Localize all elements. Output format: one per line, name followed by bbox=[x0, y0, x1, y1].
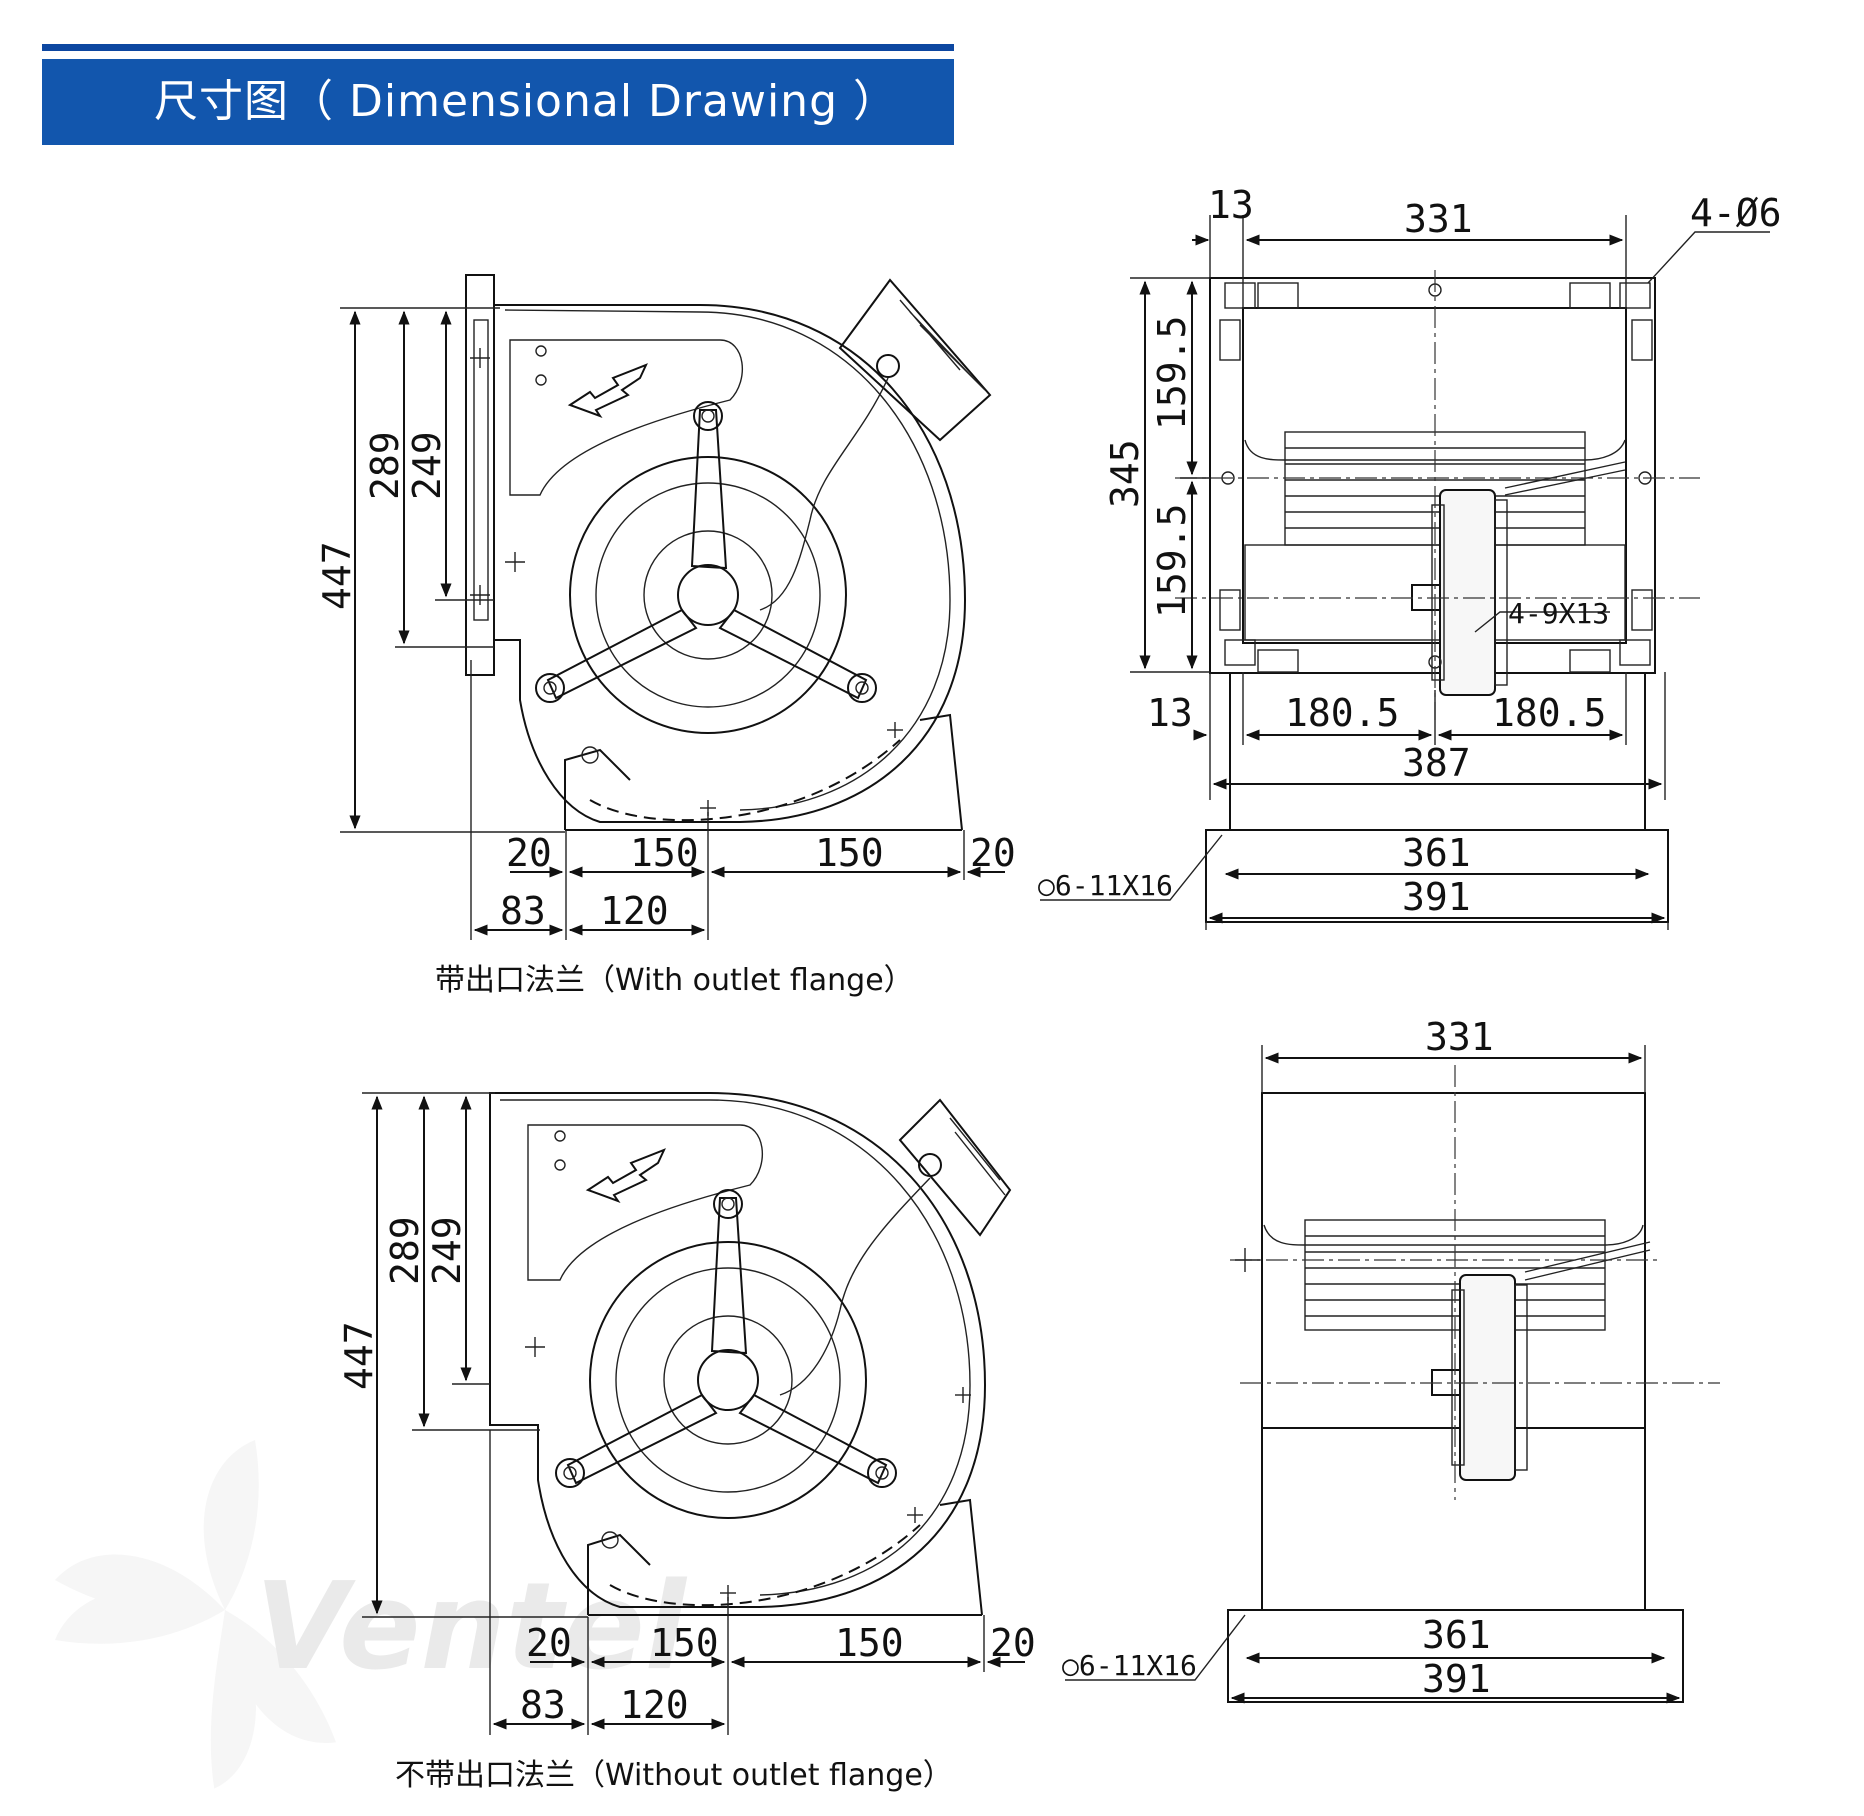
dim-447: 447 bbox=[315, 541, 359, 610]
dim-289: 289 bbox=[383, 1216, 427, 1285]
dim-331-top: 331 bbox=[1404, 197, 1473, 241]
dim-361: 361 bbox=[1422, 1613, 1491, 1657]
dim-83: 83 bbox=[520, 1683, 566, 1727]
watermark-fan-icon bbox=[54, 1440, 336, 1789]
dim-150-right: 150 bbox=[815, 831, 884, 875]
dim-150-left: 150 bbox=[630, 831, 699, 875]
dim-180-right: 180.5 bbox=[1492, 691, 1606, 735]
label-panel bbox=[509, 339, 744, 496]
dim-387: 387 bbox=[1402, 741, 1471, 785]
scroll-housing bbox=[494, 304, 967, 823]
spider-bracket bbox=[535, 401, 877, 703]
dim-13-top: 13 bbox=[1208, 183, 1254, 227]
front-view-without-flange: 331 ○6-11X16 361 391 bbox=[1062, 1015, 1720, 1704]
terminal-box bbox=[898, 1098, 1012, 1237]
side-view-without-flange: 447 289 249 20 150 150 20 83 120 不带出口法兰（… bbox=[337, 1092, 1036, 1793]
dim-159-upper: 159.5 bbox=[1150, 316, 1194, 430]
dim-13-bottom: 13 bbox=[1147, 691, 1193, 735]
foot-hole-spec: ○6-11X16 bbox=[1038, 869, 1173, 902]
airflow-arrow-icon bbox=[567, 363, 648, 418]
dim-447: 447 bbox=[337, 1321, 381, 1390]
section-title: 尺寸图（ Dimensional Drawing ） bbox=[154, 76, 898, 127]
header-band bbox=[42, 59, 954, 145]
inlet-ring bbox=[589, 1241, 867, 1519]
motor-hub bbox=[697, 1349, 759, 1411]
dim-lines bbox=[340, 307, 1005, 940]
dim-4-holes: 4-Ø6 bbox=[1690, 191, 1782, 235]
dim-120: 120 bbox=[600, 889, 669, 933]
dim-391: 391 bbox=[1402, 875, 1471, 919]
label-panel bbox=[527, 1124, 764, 1281]
motor-hub bbox=[677, 564, 739, 626]
inlet-ring bbox=[569, 456, 847, 734]
dim-lines bbox=[362, 1092, 1025, 1735]
mounting-holes bbox=[1219, 282, 1653, 673]
dim-4-slots: 4-9X13 bbox=[1508, 597, 1609, 630]
dim-249: 249 bbox=[405, 431, 449, 500]
dim-150-left: 150 bbox=[650, 1621, 719, 1665]
dim-180-left: 180.5 bbox=[1285, 691, 1399, 735]
dim-331-bottom: 331 bbox=[1425, 1015, 1494, 1059]
dim-lines bbox=[1065, 1045, 1681, 1704]
front-view-with-flange: 13 331 4-Ø6 159.5 345 159.5 4-9X13 13 18… bbox=[1038, 183, 1782, 930]
header-top-rule bbox=[42, 44, 954, 51]
dim-249: 249 bbox=[425, 1216, 469, 1285]
terminal-box bbox=[838, 278, 992, 442]
motor bbox=[1459, 1274, 1516, 1481]
dim-20-left: 20 bbox=[526, 1621, 572, 1665]
dim-20-left: 20 bbox=[506, 831, 552, 875]
airflow-arrow-icon bbox=[585, 1148, 666, 1203]
dim-289: 289 bbox=[363, 431, 407, 500]
dim-361: 361 bbox=[1402, 831, 1471, 875]
foot-hole-spec: ○6-11X16 bbox=[1062, 1649, 1197, 1682]
dim-20-right: 20 bbox=[970, 831, 1016, 875]
dim-120: 120 bbox=[620, 1683, 689, 1727]
dim-391: 391 bbox=[1422, 1657, 1491, 1701]
dim-159-lower: 159.5 bbox=[1150, 504, 1194, 618]
dim-20-right: 20 bbox=[990, 1621, 1036, 1665]
watermark-logo: Ventel bbox=[54, 1440, 688, 1789]
section-header: 尺寸图（ Dimensional Drawing ） bbox=[42, 44, 954, 145]
side-view-with-flange: 447 289 249 20 150 150 20 83 120 带出口法兰（W… bbox=[315, 274, 1016, 998]
dim-150-right: 150 bbox=[835, 1621, 904, 1665]
caption-without-flange: 不带出口法兰（Without outlet flange） bbox=[395, 1758, 953, 1793]
dim-83: 83 bbox=[500, 889, 546, 933]
dim-lines bbox=[1040, 215, 1770, 930]
watermark-text: Ventel bbox=[255, 1558, 688, 1697]
caption-with-flange: 带出口法兰（With outlet flange） bbox=[435, 963, 914, 998]
spider-bracket bbox=[555, 1189, 897, 1488]
motor bbox=[1439, 489, 1496, 696]
scroll-housing bbox=[489, 1092, 987, 1608]
dim-345: 345 bbox=[1103, 439, 1147, 508]
outlet-flange bbox=[465, 274, 495, 676]
